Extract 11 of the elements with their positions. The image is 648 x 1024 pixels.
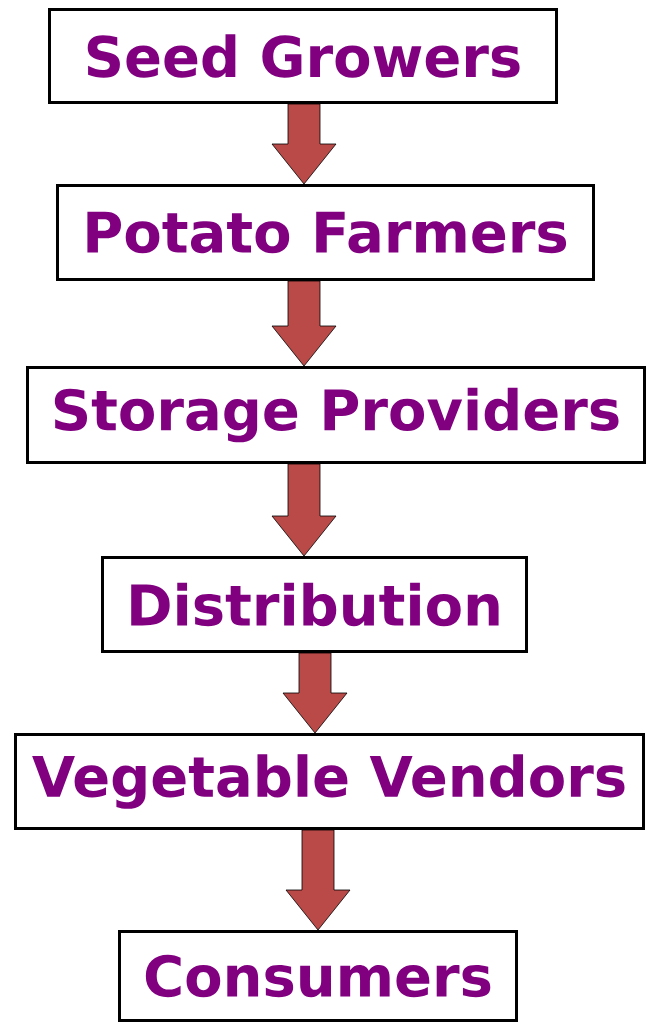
process-box: Distribution bbox=[101, 556, 528, 653]
process-box: Storage Providers bbox=[26, 366, 646, 464]
process-box: Potato Farmers bbox=[56, 184, 595, 281]
block-arrow bbox=[271, 103, 337, 185]
block-arrow bbox=[285, 829, 351, 931]
block-arrow bbox=[271, 280, 337, 367]
block-arrow bbox=[282, 652, 348, 734]
process-box: Consumers bbox=[118, 930, 518, 1022]
block-arrow bbox=[271, 463, 337, 557]
process-box: Vegetable Vendors bbox=[14, 733, 645, 830]
process-box: Seed Growers bbox=[48, 8, 558, 104]
